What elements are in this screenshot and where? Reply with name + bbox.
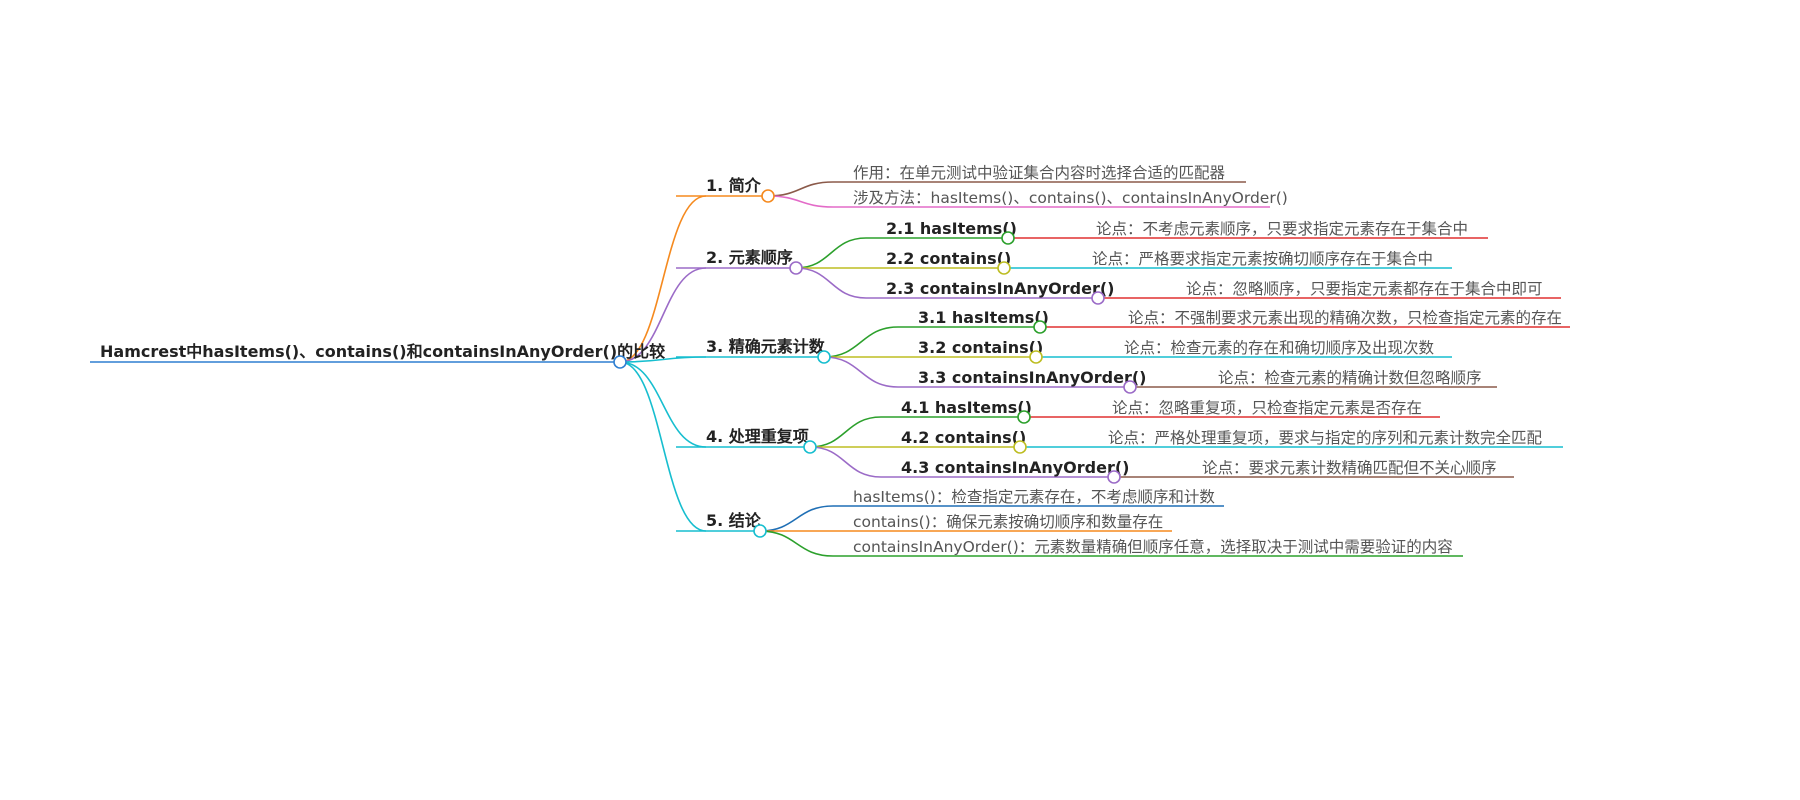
section-5-leaf-2: contains()：确保元素按确切顺序和数量存在	[853, 513, 1163, 531]
section-5-title: 5. 结论	[706, 511, 762, 530]
edge-root-to-section-5	[619, 361, 707, 532]
connector-layer	[619, 181, 899, 557]
edge-section-5-leaf-1	[759, 505, 834, 532]
section-1-leaf-2: 涉及方法：hasItems()、contains()、containsInAny…	[853, 189, 1288, 207]
subtopic-2-2: 2.2 contains()	[886, 249, 1011, 268]
section-1-title: 1. 简介	[706, 176, 762, 195]
edge-section-4-sub-3	[809, 446, 882, 478]
edge-section-5-leaf-3	[759, 530, 834, 557]
subtopic-4-2: 4.2 contains()	[901, 428, 1026, 447]
edge-section-2-sub-1	[795, 237, 867, 269]
note-3-1: 论点：不强制要求元素出现的精确次数，只检查指定元素的存在	[1128, 309, 1562, 327]
subtopic-2-2-toggle[interactable]	[997, 261, 1011, 275]
section-5-toggle[interactable]	[753, 524, 767, 538]
subtopic-4-3-toggle[interactable]	[1107, 470, 1121, 484]
section-1-toggle[interactable]	[761, 189, 775, 203]
root-topic: Hamcrest中hasItems()、contains()和containsI…	[100, 342, 665, 361]
subtopic-3-3-toggle[interactable]	[1123, 380, 1137, 394]
edge-section-1-leaf-2	[767, 195, 834, 208]
label-layer: Hamcrest中hasItems()、contains()和containsI…	[100, 164, 1562, 556]
note-4-2: 论点：严格处理重复项，要求与指定的序列和元素计数完全匹配	[1108, 429, 1542, 447]
subtopic-3-2-toggle[interactable]	[1029, 350, 1043, 364]
edge-root-to-section-1	[619, 195, 707, 363]
subtopic-2-1-toggle[interactable]	[1001, 231, 1015, 245]
section-5-leaf-1: hasItems()：检查指定元素存在，不考虑顺序和计数	[853, 488, 1215, 506]
section-2-toggle[interactable]	[789, 261, 803, 275]
subtopic-4-1-toggle[interactable]	[1017, 410, 1031, 424]
edge-section-3-sub-3	[823, 356, 899, 388]
section-1-leaf-1: 作用：在单元测试中验证集合内容时选择合适的匹配器	[853, 164, 1226, 182]
subtopic-2-3-toggle[interactable]	[1091, 291, 1105, 305]
section-3-toggle[interactable]	[817, 350, 831, 364]
subtopic-3-1: 3.1 hasItems()	[918, 308, 1049, 327]
subtopic-4-2-toggle[interactable]	[1013, 440, 1027, 454]
underline-layer	[90, 181, 1570, 557]
subtopic-4-3: 4.3 containsInAnyOrder()	[901, 458, 1129, 477]
section-4-title: 4. 处理重复项	[706, 427, 809, 446]
subtopic-3-3: 3.3 containsInAnyOrder()	[918, 368, 1146, 387]
subtopic-2-1: 2.1 hasItems()	[886, 219, 1017, 238]
subtopic-3-1-toggle[interactable]	[1033, 320, 1047, 334]
subtopic-2-3: 2.3 containsInAnyOrder()	[886, 279, 1114, 298]
note-2-2: 论点：严格要求指定元素按确切顺序存在于集合中	[1092, 250, 1433, 268]
section-4-toggle[interactable]	[803, 440, 817, 454]
note-3-2: 论点：检查元素的存在和确切顺序及出现次数	[1124, 339, 1435, 357]
note-4-3: 论点：要求元素计数精确匹配但不关心顺序	[1202, 459, 1497, 477]
edge-root-to-section-4	[619, 361, 707, 448]
edge-section-2-sub-3	[795, 267, 867, 299]
root-toggle[interactable]	[613, 355, 627, 369]
section-3-title: 3. 精确元素计数	[706, 337, 826, 356]
edge-section-3-sub-1	[823, 326, 899, 358]
subtopic-3-2: 3.2 contains()	[918, 338, 1043, 357]
subtopic-4-1: 4.1 hasItems()	[901, 398, 1032, 417]
note-2-3: 论点：忽略顺序，只要指定元素都存在于集合中即可	[1186, 280, 1543, 298]
node-circle-layer	[613, 189, 1137, 538]
note-4-1: 论点：忽略重复项，只检查指定元素是否存在	[1112, 399, 1422, 417]
note-3-3: 论点：检查元素的精确计数但忽略顺序	[1218, 369, 1482, 387]
section-2-title: 2. 元素顺序	[706, 248, 793, 267]
note-2-1: 论点：不考虑元素顺序，只要求指定元素存在于集合中	[1096, 220, 1468, 238]
section-5-leaf-3: containsInAnyOrder()：元素数量精确但顺序任意，选择取决于测试…	[853, 537, 1453, 556]
edge-section-4-sub-1	[809, 416, 882, 448]
edge-section-1-leaf-1	[767, 181, 834, 197]
edge-root-to-section-2	[619, 267, 707, 363]
